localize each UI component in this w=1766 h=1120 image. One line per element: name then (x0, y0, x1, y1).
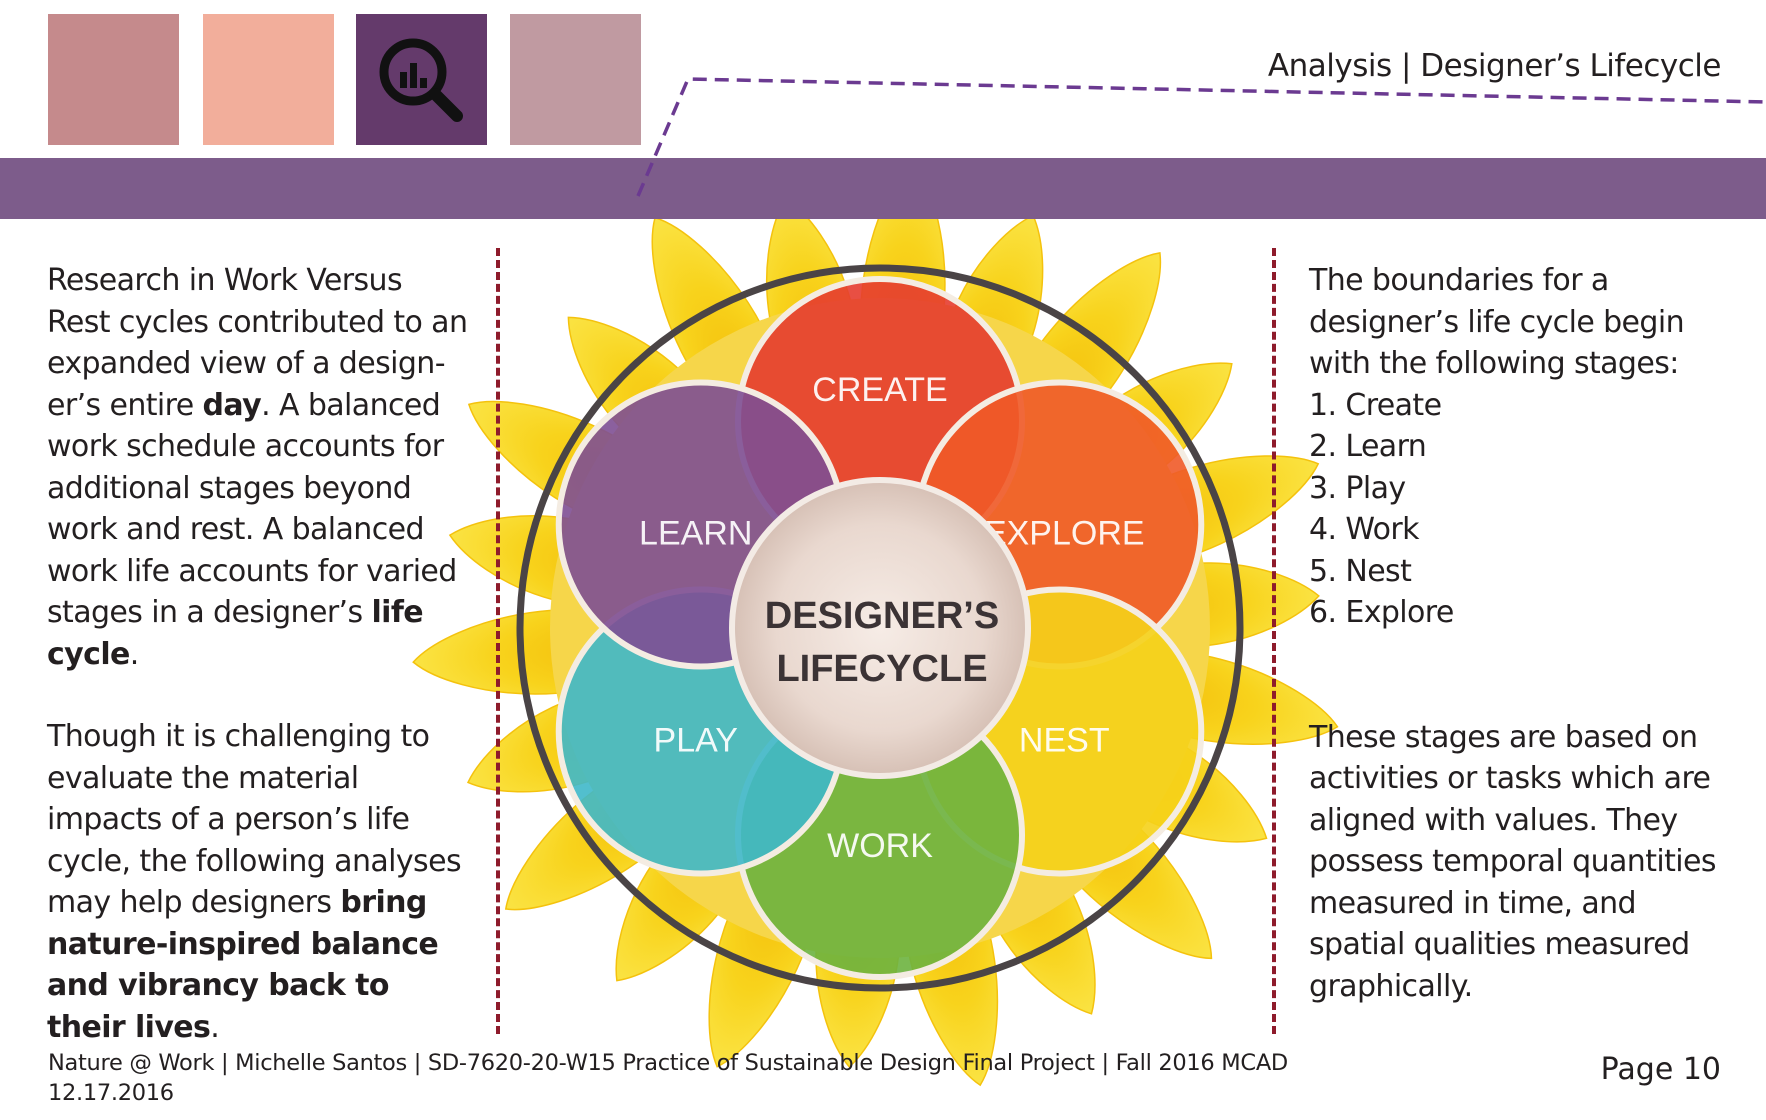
page-title: Analysis | Designer’s Lifecycle (1267, 48, 1722, 84)
swatch-3-active (356, 14, 487, 145)
purple-band (0, 158, 1766, 219)
center-circle (729, 477, 1031, 779)
list-item: 5. Nest (1309, 553, 1412, 589)
footer-credits: Nature @ Work | Michelle Santos | SD-762… (48, 1048, 1288, 1108)
right-paragraph-2: These stages are based on activities or … (1309, 719, 1716, 1004)
list-item: 3. Play (1309, 470, 1406, 506)
page-number: Page 10 (1600, 1052, 1721, 1087)
stage-list: 1. Create 2. Learn 3. Play 4. Work 5. Ne… (1309, 385, 1729, 634)
list-item: 6. Explore (1309, 595, 1454, 630)
footer-date: 12.17.2016 (48, 1080, 174, 1106)
swatch-1 (48, 14, 179, 145)
stage-label-learn: LEARN (639, 515, 752, 553)
left-paragraph-2: Though it is challenging to evaluate the… (47, 719, 462, 1045)
center-label-line2: LIFECYCLE (776, 648, 987, 690)
stage-label-explore: EXPLORE (984, 515, 1145, 553)
stage-label-work: WORK (827, 827, 933, 865)
left-divider (496, 248, 500, 1034)
left-column: Research in Work Versus Rest cycles cont… (47, 260, 472, 1048)
right-divider (1272, 248, 1276, 1034)
left-paragraph-1: Research in Work Versus Rest cycles cont… (47, 263, 468, 672)
right-column: The boundaries for a designer’s life cyc… (1309, 260, 1729, 1007)
list-item: 2. Learn (1309, 429, 1427, 464)
stage-label-play: PLAY (654, 722, 738, 760)
outer-ring (516, 264, 1244, 992)
dashed-leader-line (636, 77, 1766, 197)
stage-label-nest: NEST (1019, 722, 1110, 760)
center-label-line1: DESIGNER’S (765, 595, 999, 637)
list-item: 1. Create (1309, 387, 1442, 423)
footer-line-1: Nature @ Work | Michelle Santos | SD-762… (48, 1050, 1288, 1076)
list-item: 4. Work (1309, 512, 1420, 547)
swatch-2 (203, 14, 334, 145)
analysis-magnifier-chart-icon (379, 38, 463, 122)
swatch-4 (510, 14, 641, 145)
stage-label-create: CREATE (812, 371, 947, 409)
right-intro: The boundaries for a designer’s life cyc… (1309, 263, 1685, 381)
